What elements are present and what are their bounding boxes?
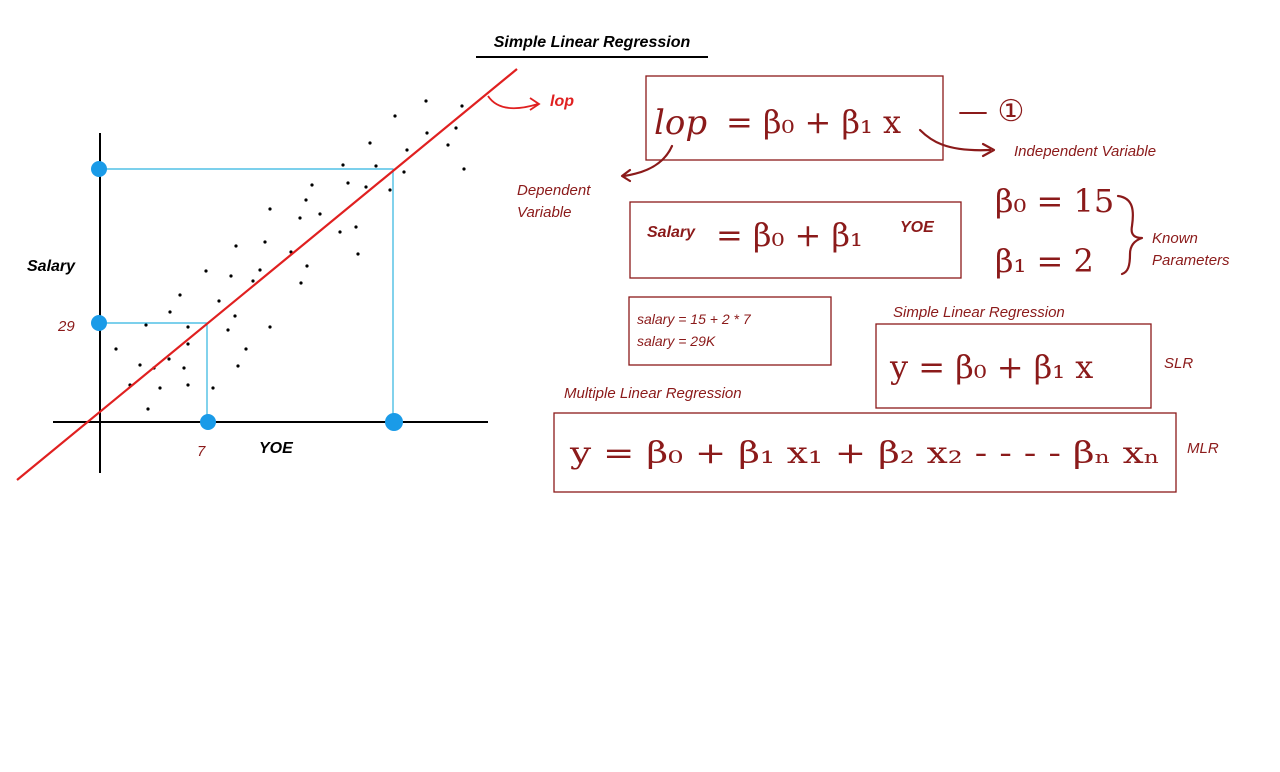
salary-equation-box bbox=[629, 201, 962, 279]
scatter-point bbox=[346, 181, 350, 185]
known-label-line1: Known bbox=[1152, 230, 1198, 247]
mlr-tag: MLR bbox=[1187, 440, 1219, 457]
y-axis-label: Salary bbox=[27, 258, 76, 275]
scatter-point bbox=[211, 386, 215, 390]
scatter-point bbox=[354, 225, 358, 229]
independent-arrow-head-icon bbox=[981, 142, 996, 158]
mlr-equation: y = β₀ + β₁ x₁ + β₂ x₂ - - - - βₙ xₙ bbox=[569, 436, 1160, 471]
scatter-point bbox=[304, 198, 308, 202]
scatter-point bbox=[268, 325, 272, 329]
scatter-point bbox=[204, 269, 208, 273]
scatter-point bbox=[299, 281, 303, 285]
calculation-line2: salary = 29K bbox=[637, 333, 716, 349]
scatter-point bbox=[114, 347, 118, 351]
x-marker-high bbox=[385, 413, 403, 431]
scatter-point bbox=[318, 212, 322, 216]
scatter-point bbox=[405, 148, 409, 152]
scatter-point bbox=[182, 366, 186, 370]
scatter-point bbox=[138, 363, 142, 367]
scatter-point bbox=[388, 188, 392, 192]
mlr-heading: Multiple Linear Regression bbox=[564, 385, 742, 402]
scatter-point bbox=[186, 325, 190, 329]
scatter-point bbox=[168, 310, 172, 314]
scatter-point bbox=[368, 141, 372, 145]
slr-equation-box bbox=[875, 323, 1152, 409]
scatter-point bbox=[454, 126, 458, 130]
scatter-point bbox=[244, 347, 248, 351]
scatter-point bbox=[425, 131, 429, 135]
scatter-point bbox=[229, 274, 233, 278]
scatter-point bbox=[341, 163, 345, 167]
scatter-point bbox=[460, 104, 464, 108]
scatter-point bbox=[374, 164, 378, 168]
slr-equation: y = β₀ + β₁ x bbox=[889, 348, 1093, 386]
scatter-point bbox=[167, 357, 171, 361]
scatter-points bbox=[114, 99, 466, 411]
scatter-point bbox=[186, 383, 190, 387]
dependent-label-line2: Variable bbox=[517, 204, 571, 221]
x-tick-7: 7 bbox=[197, 443, 206, 460]
known-label-line2: Parameters bbox=[1152, 252, 1230, 269]
independent-arrow bbox=[918, 128, 992, 152]
scatter-point bbox=[217, 299, 221, 303]
scatter-point bbox=[158, 386, 162, 390]
scatter-point bbox=[268, 207, 272, 211]
lop-equation-rhs: = β₀ + β₁ x bbox=[726, 103, 901, 141]
beta0-value: β₀ = 15 bbox=[995, 182, 1114, 220]
salary-equation-lhs: Salary bbox=[647, 224, 696, 241]
scatter-point bbox=[393, 114, 397, 118]
scatter-point bbox=[402, 170, 406, 174]
line-label-lop: lop bbox=[550, 93, 574, 110]
x-axis-label: YOE bbox=[259, 440, 294, 457]
scatter-point bbox=[186, 342, 190, 346]
brace-icon bbox=[1116, 194, 1144, 276]
lop-equation-box bbox=[645, 75, 944, 161]
equation-number: — ① bbox=[958, 94, 1024, 129]
calculation-line1: salary = 15 + 2 * 7 bbox=[637, 311, 752, 327]
beta1-value: β₁ = 2 bbox=[995, 242, 1094, 280]
scatter-point bbox=[310, 183, 314, 187]
independent-variable-label: Independent Variable bbox=[1014, 143, 1156, 160]
dependent-arrow bbox=[622, 144, 674, 178]
scatter-point bbox=[364, 185, 368, 189]
scatter-point bbox=[263, 240, 267, 244]
y-marker-high bbox=[91, 161, 107, 177]
lop-arrow bbox=[487, 95, 539, 110]
scatter-point bbox=[305, 264, 309, 268]
regression-line bbox=[16, 68, 518, 481]
scatter-point bbox=[178, 293, 182, 297]
y-tick-29: 29 bbox=[57, 318, 75, 335]
y-marker-low bbox=[91, 315, 107, 331]
scatter-point bbox=[446, 143, 450, 147]
scatter-point bbox=[236, 364, 240, 368]
diagram-title: Simple Linear Regression bbox=[494, 34, 691, 51]
slr-heading: Simple Linear Regression bbox=[893, 304, 1065, 321]
scatter-point bbox=[356, 252, 360, 256]
dependent-arrow-head-icon bbox=[620, 168, 632, 183]
scatter-point bbox=[144, 323, 148, 327]
lop-arrow-head-icon bbox=[529, 97, 541, 111]
lop-equation-lhs: lop bbox=[654, 103, 707, 143]
scatter-point bbox=[226, 328, 230, 332]
guide-line-high bbox=[100, 168, 394, 422]
scatter-point bbox=[146, 407, 150, 411]
salary-equation-var: YOE bbox=[900, 219, 935, 236]
slr-tag: SLR bbox=[1164, 355, 1193, 372]
scatter-point bbox=[424, 99, 428, 103]
salary-equation-rhs: = β₀ + β₁ bbox=[716, 216, 863, 254]
dependent-label-line1: Dependent bbox=[517, 182, 591, 199]
scatter-point bbox=[462, 167, 466, 171]
scatter-point bbox=[338, 230, 342, 234]
scatter-point bbox=[298, 216, 302, 220]
scatter-point bbox=[251, 279, 255, 283]
mlr-equation-box bbox=[553, 412, 1177, 493]
scatter-point bbox=[234, 244, 238, 248]
scatter-point bbox=[258, 268, 262, 272]
calculation-box bbox=[628, 296, 832, 366]
scatter-point bbox=[233, 314, 237, 318]
x-marker-low bbox=[200, 414, 216, 430]
